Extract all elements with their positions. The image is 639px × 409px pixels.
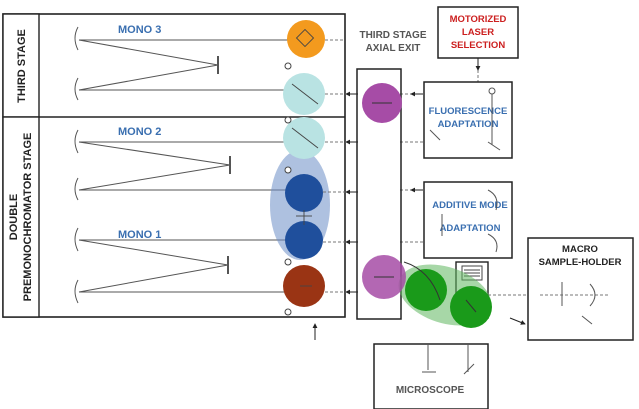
laser-label-line1: MOTORIZED: [450, 14, 507, 25]
slit-markers: [284, 62, 292, 316]
mono3-turret: [287, 20, 325, 58]
mono1-entrance-turret: [285, 221, 323, 259]
axial-exit-label-line1: THIRD STAGE: [359, 30, 426, 41]
third-stage-label: THIRD STAGE: [16, 29, 28, 103]
laser-selection-box: [437, 6, 519, 59]
double-stage-label-line1: DOUBLE: [8, 194, 20, 240]
disk-mirrors: [372, 102, 477, 313]
mono3-optics: [74, 26, 298, 101]
additive-mode-box: [423, 181, 513, 259]
microscope-switch-disk: [405, 269, 447, 311]
laser-label-line2: LASER: [462, 27, 494, 38]
macro-label-line1: MACRO: [562, 244, 598, 255]
additive-optics: [441, 189, 498, 253]
mono3-label: MONO 3: [118, 24, 161, 36]
microscope-box: [373, 343, 489, 409]
double-stage-label-box: [2, 116, 40, 318]
left-turret-column: [270, 20, 330, 307]
microscope-label: MICROSCOPE: [396, 385, 465, 396]
macro-switch-disk: [450, 286, 492, 328]
mono1-label: MONO 1: [118, 229, 161, 241]
macro-sample-holder-box: [527, 237, 634, 341]
mono2-label: MONO 2: [118, 126, 161, 138]
macro-label-line2: SAMPLE-HOLDER: [539, 257, 622, 268]
additive-label-line2: ADAPTATION: [440, 223, 501, 234]
microscope-optics: [422, 344, 475, 375]
beam-arrows: [312, 58, 526, 340]
fluorescence-optics: [429, 87, 501, 151]
mono2-optics: [74, 129, 298, 201]
fluorescence-label-line2: ADAPTATION: [438, 119, 499, 130]
mono1-optics: [74, 227, 298, 304]
mono2-exit-turret: [285, 174, 323, 212]
laser-label-line3: SELECTION: [451, 40, 506, 51]
mono2-entrance-turret: [283, 117, 325, 159]
mono3-exit-turret: [283, 73, 325, 115]
stage-frames: [2, 13, 346, 318]
macro-optics: [561, 282, 596, 325]
central-switching-column: [356, 68, 402, 320]
turret-mirrors: [291, 28, 319, 287]
double-stage-label-line2: PREMONOCHROMATOR STAGE: [22, 133, 34, 302]
fluorescence-adaptation-box: [423, 81, 513, 159]
additive-label-line1: ADDITIVE MODE: [432, 200, 507, 211]
axial-exit-label-line2: AXIAL EXIT: [366, 43, 421, 54]
fluorescence-label-line1: FLUORESCENCE: [429, 106, 508, 117]
